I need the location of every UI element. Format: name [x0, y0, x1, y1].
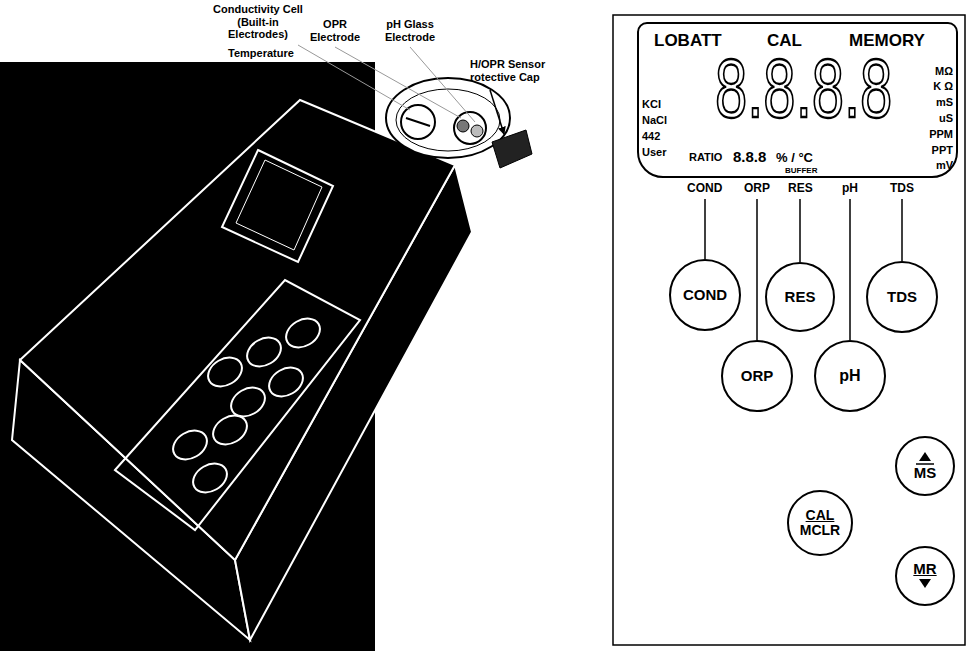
sensor-cup [386, 78, 510, 158]
keypad-outline [115, 280, 360, 530]
conductivity-cell [401, 105, 435, 139]
panel-outline [613, 15, 965, 645]
meter-top [20, 100, 455, 560]
display-indicator: PPT [932, 145, 953, 156]
part-label: Temperature [228, 47, 308, 60]
key-label: TDS [890, 182, 914, 194]
display-indicator: MΩ [935, 66, 953, 77]
meter-display-window [236, 160, 322, 250]
part-label: pH Glass Electrode [378, 18, 442, 43]
button-label: COND [683, 287, 727, 303]
display-indicator: LOBATT [654, 32, 722, 49]
display-indicator: RATIO [689, 152, 722, 163]
display-indicator: mV [936, 160, 953, 171]
display-indicator: BUFFER [785, 167, 817, 175]
button-label: RES [785, 289, 816, 305]
lcd-display: LOBATTCALMEMORY8.8.8.8KCINaCl442UserRATI… [637, 22, 958, 178]
button-label: pH [839, 368, 860, 385]
key-label: RES [788, 182, 813, 194]
round-button: CALMCLR [787, 490, 853, 556]
button-label: TDS [887, 289, 917, 305]
round-button: MR [895, 546, 955, 606]
round-button: MS [895, 436, 955, 496]
leader-lines [298, 45, 475, 122]
cell-electrode [406, 118, 430, 126]
button-label: MCLR [800, 523, 840, 538]
keypad-buttons [168, 313, 325, 499]
display-indicator: 442 [642, 131, 660, 142]
display-indicator: KCI [642, 99, 661, 110]
round-button: pH [814, 340, 886, 412]
round-button: TDS [866, 261, 938, 333]
button-label: MR [913, 561, 936, 577]
orp-electrode [457, 120, 469, 132]
display-indicator: PPM [929, 129, 953, 140]
display-indicator: NaCl [642, 115, 667, 126]
cap-arrow [490, 90, 504, 134]
button-label: MS [914, 465, 937, 481]
ph-glass-electrode [471, 125, 483, 137]
protective-cap [492, 130, 532, 168]
display-indicator: K Ω [933, 81, 953, 92]
display-indicator: 8.8.8 [733, 149, 766, 164]
button-label: CAL [806, 508, 835, 523]
round-button: ORP [721, 340, 793, 412]
key-label: COND [687, 182, 722, 194]
down-arrow-symbol [916, 577, 934, 591]
part-label: Conductivity Cell (Built-in Electrodes) [210, 3, 306, 41]
key-label: pH [842, 182, 858, 194]
part-label: OPR Electrode [305, 18, 365, 43]
display-indicator: uS [939, 113, 953, 124]
display-indicator: % / °C [776, 151, 813, 164]
meter-display [222, 150, 333, 262]
display-indicator: mS [936, 97, 953, 108]
display-indicator: User [642, 147, 666, 158]
up-arrow-symbol [916, 451, 934, 465]
round-button: RES [765, 262, 835, 332]
round-button: COND [669, 259, 741, 331]
key-label: ORP [744, 182, 770, 194]
sensor-cup-inner [396, 89, 500, 151]
button-label: ORP [741, 368, 774, 384]
part-label: H/OPR Sensor rotective Cap [470, 58, 556, 83]
segment-digits: 8.8.8.8 [715, 46, 892, 130]
